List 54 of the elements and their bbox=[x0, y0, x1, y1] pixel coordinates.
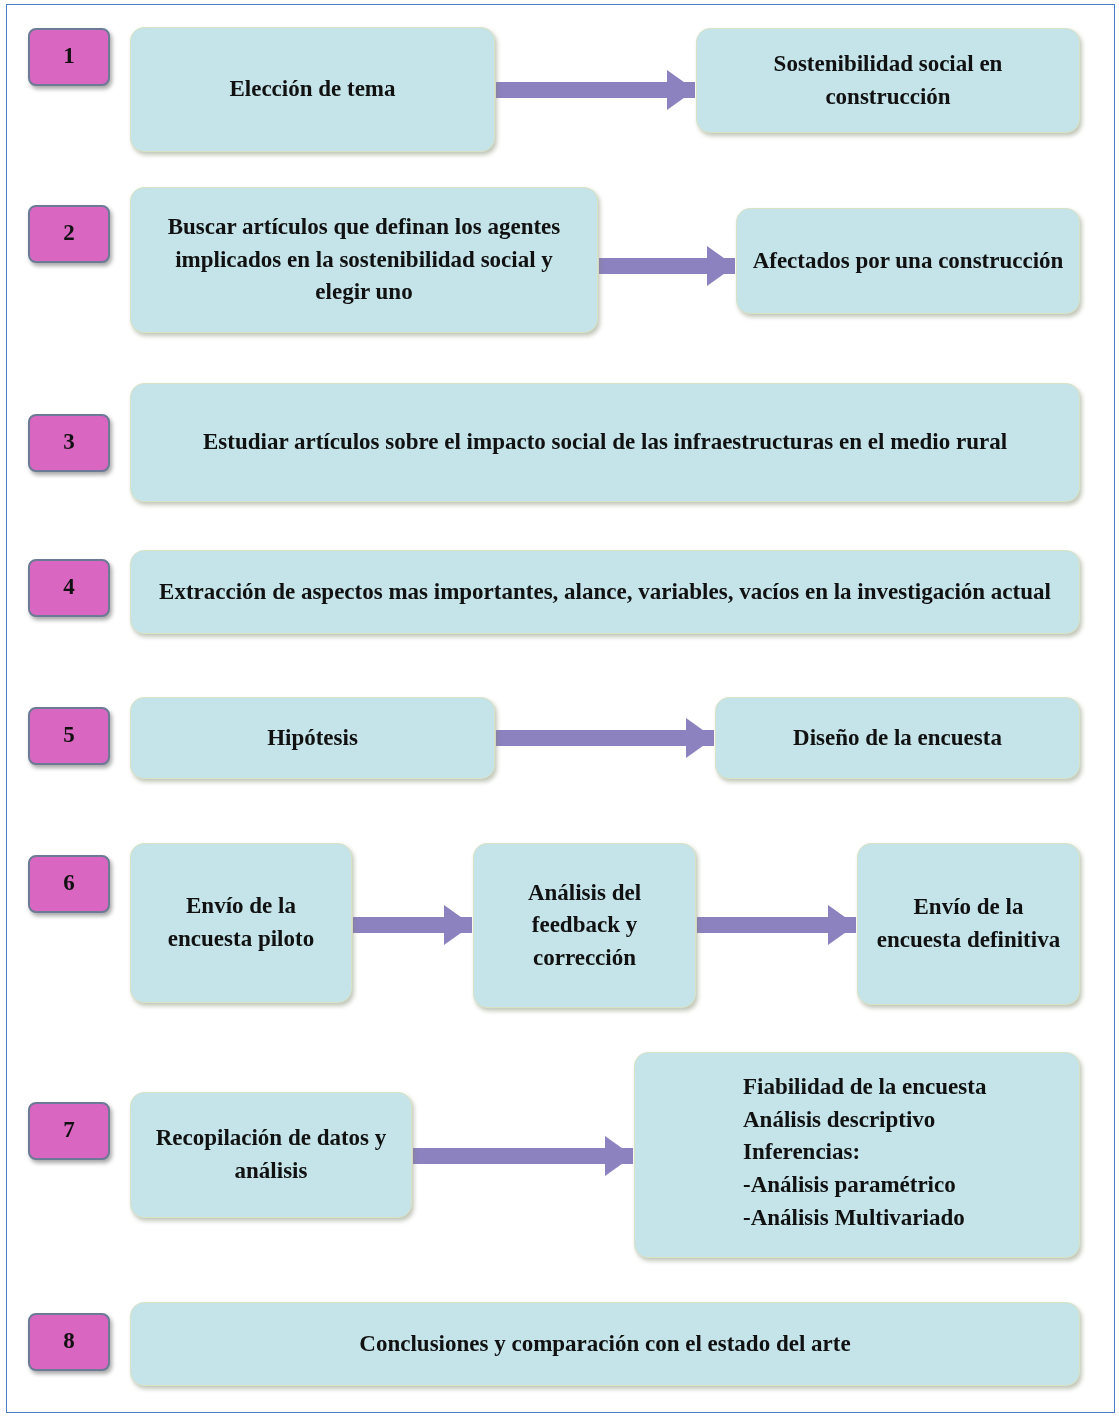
step-text: Sostenibilidad social en construcción bbox=[772, 49, 1004, 111]
step-number: 2 bbox=[63, 219, 75, 247]
process-box bbox=[696, 28, 1080, 133]
process-box bbox=[130, 1092, 412, 1218]
step-number-box bbox=[28, 205, 110, 263]
step-text: Buscar artículos que definan los agentes implicados en la sostenibilidad social y elegir uno bbox=[166, 213, 562, 307]
step-number: 8 bbox=[63, 1327, 75, 1355]
step-text: -Análisis Multivariado bbox=[743, 1203, 965, 1232]
block-arrow bbox=[353, 905, 472, 945]
step-text: -Análisis paramétrico bbox=[743, 1170, 956, 1199]
step-text: Recopilación de datos y análisis bbox=[154, 1124, 388, 1185]
step-number-box bbox=[28, 559, 110, 617]
step-number: 7 bbox=[63, 1116, 75, 1144]
step-number-box bbox=[28, 1313, 110, 1371]
process-box bbox=[130, 843, 352, 1003]
block-arrow bbox=[413, 1136, 633, 1176]
process-box bbox=[857, 843, 1080, 1005]
step-text: Análisis descriptivo bbox=[743, 1105, 936, 1134]
process-box bbox=[130, 697, 495, 779]
block-arrow bbox=[496, 70, 695, 110]
step-text: Fiabilidad de la encuesta bbox=[743, 1073, 987, 1101]
step-text: Extracción de aspectos mas importantes, alance, variables, vacíos en la investigación actual bbox=[159, 577, 1051, 606]
step-number-box bbox=[28, 707, 110, 765]
process-box bbox=[130, 550, 1080, 634]
step-text: Elección de tema bbox=[229, 75, 396, 104]
process-box bbox=[736, 208, 1080, 314]
step-text: Estudiar artículos sobre el impacto social de las infraestructuras en el medio rural bbox=[202, 428, 1008, 457]
step-text: Inferencias: bbox=[743, 1138, 861, 1167]
process-box bbox=[634, 1052, 1080, 1258]
process-box bbox=[715, 697, 1080, 779]
step-text: Afectados por una construcción bbox=[752, 246, 1064, 275]
step-number: 4 bbox=[63, 573, 75, 601]
step-text: Análisis del feedback y corrección bbox=[526, 878, 643, 972]
step-number-box bbox=[28, 28, 110, 86]
process-box bbox=[130, 1302, 1080, 1386]
step-number: 3 bbox=[63, 428, 75, 456]
block-arrow bbox=[599, 246, 735, 286]
step-text: Envío de la encuesta piloto bbox=[166, 892, 316, 953]
step-number-box bbox=[28, 414, 110, 472]
block-arrow bbox=[697, 905, 856, 945]
process-box bbox=[473, 843, 696, 1008]
process-box bbox=[130, 27, 495, 152]
process-box bbox=[130, 187, 598, 333]
step-number-box bbox=[28, 1102, 110, 1160]
step-number: 1 bbox=[63, 42, 75, 70]
process-box bbox=[130, 383, 1080, 502]
block-arrow bbox=[496, 718, 714, 758]
step-text: Envío de la encuesta definitiva bbox=[875, 893, 1062, 954]
step-number: 5 bbox=[63, 721, 75, 749]
step-number-box bbox=[28, 855, 110, 913]
step-text: Diseño de la encuesta bbox=[793, 723, 1002, 752]
step-text: Conclusiones y comparación con el estado del arte bbox=[359, 1329, 851, 1358]
step-text: Hipótesis bbox=[267, 723, 358, 752]
step-number: 6 bbox=[63, 869, 75, 897]
